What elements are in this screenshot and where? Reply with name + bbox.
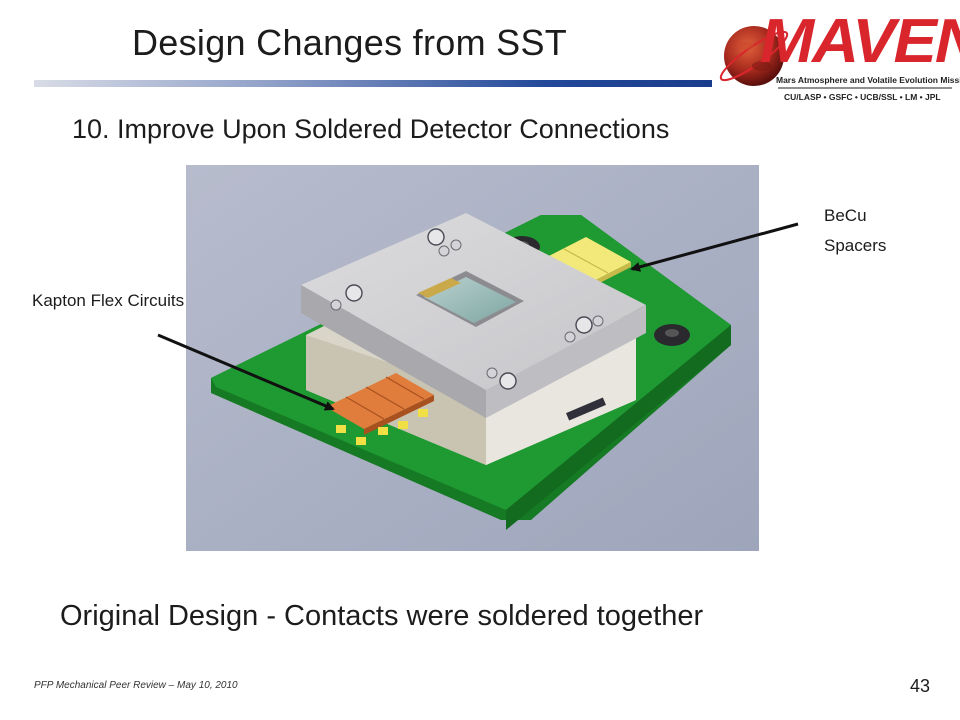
logo-tagline: Mars Atmosphere and Volatile Evolution M… xyxy=(776,75,960,85)
slide-subtitle: 10. Improve Upon Soldered Detector Conne… xyxy=(72,114,670,144)
slide-title: Design Changes from SST xyxy=(132,22,568,63)
callout-becu-line2: Spacers xyxy=(824,236,887,255)
page-number: 43 xyxy=(910,676,931,696)
callout-kapton-flex-circuits: Kapton Flex Circuits xyxy=(32,291,185,310)
callout-becu-spacers: BeCu Spacers xyxy=(824,201,886,261)
callout-becu-line1: BeCu xyxy=(824,206,867,225)
logo-institutions: CU/LASP • GSFC • UCB/SSL • LM • JPL xyxy=(784,92,941,102)
maven-logo: MAVEN Mars Atmosphere and Volatile Evolu… xyxy=(718,4,960,108)
detector-assembly-render xyxy=(186,165,759,551)
mars-planet-icon xyxy=(719,26,952,89)
slide-caption: Original Design - Contacts were soldered… xyxy=(60,600,704,632)
title-underline-bar xyxy=(34,80,712,87)
footer-text: PFP Mechanical Peer Review – May 10, 201… xyxy=(34,680,238,691)
logo-wordmark: MAVEN xyxy=(760,7,960,76)
